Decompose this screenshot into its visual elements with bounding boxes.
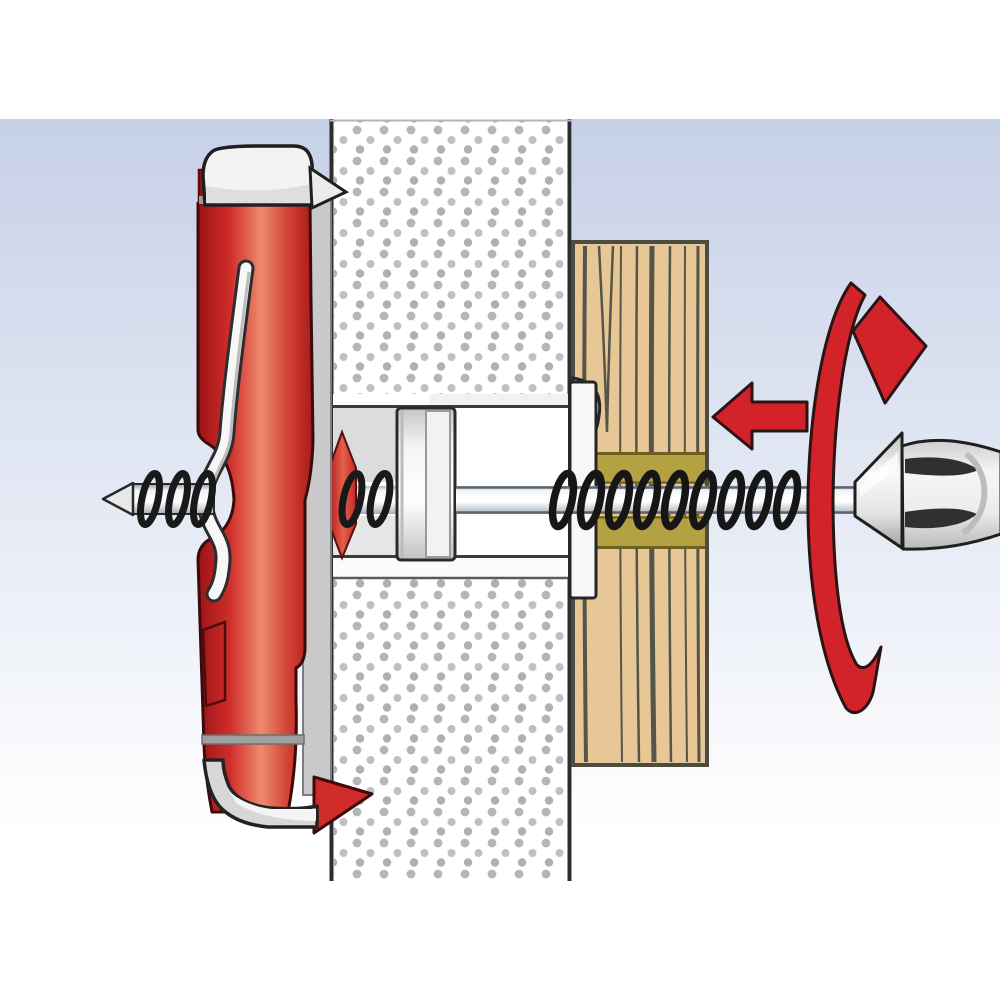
head-highlight	[860, 452, 898, 497]
screw-thread-loop	[366, 470, 394, 528]
screw-thread-loop	[189, 470, 217, 528]
cap-flap	[308, 165, 350, 211]
screw-thread-loop	[164, 470, 192, 528]
screw-tip	[101, 470, 217, 528]
anchor-gray-joint-bottom	[201, 734, 305, 745]
screw-thread-loop	[338, 470, 366, 528]
hole-upper-chamfer	[430, 394, 568, 406]
driver-groove-upper	[905, 457, 978, 476]
screw-thread-loop	[136, 470, 164, 528]
cap-shadow	[206, 184, 311, 203]
screwdriver-tip	[900, 438, 1000, 551]
screw-thread	[548, 469, 802, 531]
collar-highlight	[230, 792, 316, 821]
anchor-folded-leg-outline	[201, 620, 227, 708]
anchor-collar	[202, 758, 319, 829]
driver-shading	[961, 451, 988, 536]
hole-bottom-lip	[333, 556, 568, 578]
rotation-arrow	[806, 281, 928, 715]
metal-sleeve	[395, 406, 457, 562]
anchor-cap	[201, 144, 350, 211]
lever-shading	[209, 271, 251, 500]
driver-groove-lower	[905, 508, 977, 529]
top-margin	[0, 0, 1000, 119]
push-arrow	[711, 381, 809, 451]
screw-point	[101, 481, 135, 517]
rotation-arc	[806, 281, 883, 715]
rotation-arrowhead	[851, 295, 928, 405]
